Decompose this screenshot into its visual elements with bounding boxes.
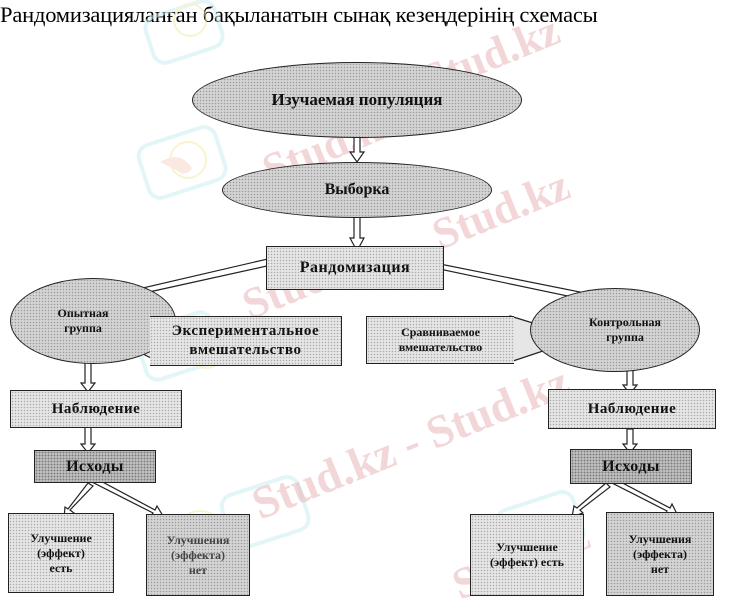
right-observation-box: Наблюдение bbox=[548, 389, 716, 429]
right-outcomes-label: Исходы bbox=[602, 457, 660, 475]
control-group-label-line2: группа bbox=[606, 330, 644, 344]
arrow-right-outcomes-to-yes bbox=[571, 482, 611, 518]
right-effect-yes-line2: (эффект) есть bbox=[490, 555, 564, 569]
svg-text:Stud.kz - Stud.kz: Stud.kz - Stud.kz bbox=[245, 356, 577, 530]
population-ellipse: Изучаемая популяция bbox=[192, 62, 522, 138]
experimental-group-label-line1: Опытная bbox=[57, 306, 109, 320]
experimental-intervention-box: Экспериментальное вмешательство bbox=[150, 316, 342, 366]
left-observation-label: Наблюдение bbox=[51, 400, 141, 417]
control-group-ellipse: Контрольная группа bbox=[530, 288, 700, 372]
randomization-label: Рандомизация bbox=[299, 259, 411, 276]
left-effect-no-line3: нет bbox=[188, 562, 208, 577]
compared-intervention-line2: вмешательство bbox=[398, 340, 483, 354]
right-effect-no-line2: (эффекта) bbox=[633, 546, 687, 561]
randomization-box: Рандомизация bbox=[266, 246, 444, 290]
arrow-left-outcomes-to-no bbox=[91, 477, 165, 517]
right-observation-label: Наблюдение bbox=[587, 400, 677, 417]
right-effect-no-line3: нет bbox=[650, 561, 670, 576]
right-effect-yes-box: Улучшение (эффект) есть bbox=[470, 514, 584, 596]
left-observation-box: Наблюдение bbox=[10, 390, 182, 428]
left-effect-yes-line2: (эффект) bbox=[37, 545, 85, 560]
experimental-intervention-line1: Экспериментальное bbox=[171, 323, 320, 340]
sample-ellipse: Выборка bbox=[222, 162, 492, 218]
diagram-title: Рандомизацияланған бақыланатын сынақ кез… bbox=[0, 2, 598, 27]
left-effect-no-line2: (эффекта) bbox=[171, 547, 225, 562]
arrow-left-group-to-observation bbox=[79, 361, 97, 393]
population-label: Изучаемая популяция bbox=[271, 90, 443, 110]
left-effect-no-box: Улучшения (эффекта) нет bbox=[146, 514, 250, 596]
left-outcomes-box: Исходы bbox=[34, 450, 156, 483]
left-effect-yes-line3: есть bbox=[49, 560, 73, 575]
left-effect-yes-box: Улучшение (эффект) есть bbox=[8, 513, 114, 593]
right-effect-no-line1: Улучшения bbox=[628, 531, 692, 546]
right-outcomes-box: Исходы bbox=[570, 449, 692, 484]
left-outcomes-label: Исходы bbox=[66, 457, 124, 475]
sample-label: Выборка bbox=[324, 181, 390, 198]
compared-intervention-box: Сравниваемое вмешательство bbox=[366, 316, 514, 364]
right-effect-no-box: Улучшения (эффекта) нет bbox=[606, 512, 714, 596]
right-effect-yes-line1: Улучшение bbox=[496, 540, 558, 554]
control-group-label-line1: Контрольная bbox=[588, 315, 662, 329]
left-effect-yes-line1: Улучшение bbox=[30, 530, 92, 545]
compared-intervention-line1: Сравниваемое bbox=[401, 325, 480, 339]
experimental-intervention-line2: вмешательство bbox=[189, 342, 302, 358]
experimental-group-label-line2: группа bbox=[64, 321, 102, 335]
left-effect-no-line1: Улучшения bbox=[166, 532, 230, 547]
